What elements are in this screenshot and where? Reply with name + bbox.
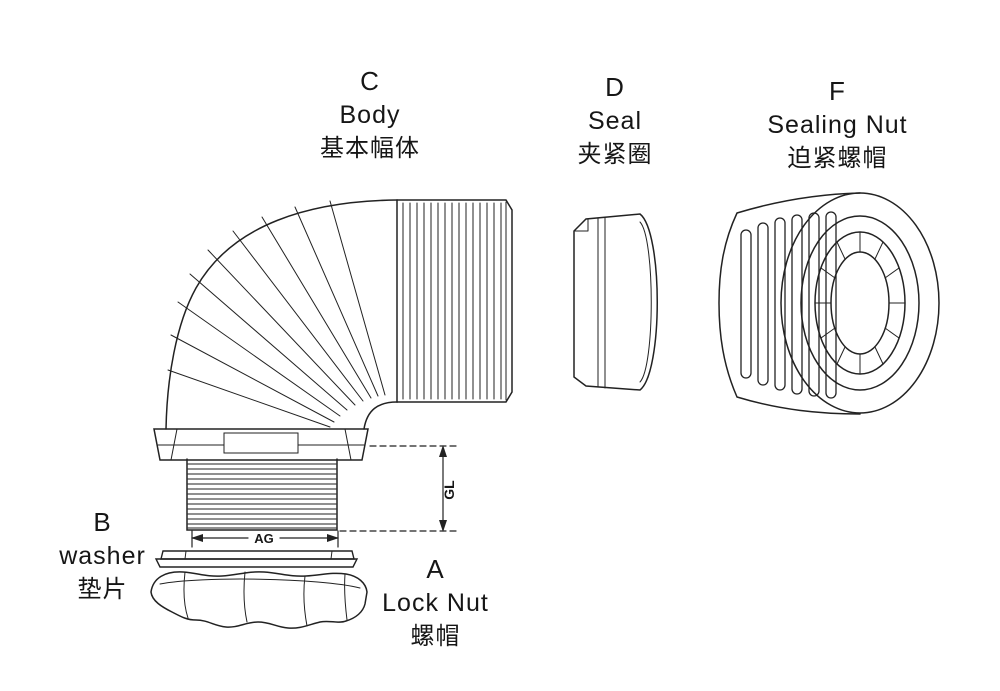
part-name-en: Seal bbox=[587, 107, 643, 135]
body-flange-outline bbox=[153, 428, 369, 461]
body-thread-outline bbox=[396, 199, 513, 403]
body-thread-lines bbox=[402, 202, 502, 400]
lock-nut-outline bbox=[150, 571, 368, 629]
part-letter: A bbox=[426, 554, 445, 584]
washer-bottom-layer bbox=[154, 558, 359, 568]
sealing-nut-ribs bbox=[740, 211, 837, 399]
part-name-en: Lock Nut bbox=[382, 589, 489, 617]
gl-extension-lines bbox=[339, 445, 459, 532]
part-name-zh: 螺帽 bbox=[410, 623, 461, 650]
sealing-nut-mid-rim bbox=[800, 215, 920, 391]
part-name-zh: 迫紧螺帽 bbox=[787, 145, 888, 172]
label-washer: B washer 垫片 bbox=[25, 505, 180, 607]
part-letter: B bbox=[93, 507, 112, 537]
washer-top-layer bbox=[160, 550, 355, 560]
part-name-zh: 垫片 bbox=[77, 576, 128, 603]
label-sealing-nut: F Sealing Nut 迫紧螺帽 bbox=[740, 74, 935, 176]
sealing-nut-silhouette bbox=[718, 192, 861, 415]
lock-nut-inner-rim bbox=[159, 578, 361, 589]
washer-drawing bbox=[154, 550, 359, 568]
dim-label-gl: GL bbox=[441, 480, 457, 500]
body-flange-details bbox=[157, 428, 365, 461]
part-letter: D bbox=[605, 72, 625, 102]
body-fan-lines bbox=[167, 200, 386, 428]
part-name-en: Body bbox=[339, 101, 401, 129]
part-name-zh: 基本幅体 bbox=[320, 135, 420, 162]
seal-drawing bbox=[573, 213, 658, 391]
ag-arrow-right bbox=[327, 534, 339, 542]
lock-nut-lobe-lines bbox=[183, 571, 348, 627]
lock-nut-drawing bbox=[150, 571, 368, 629]
body-stem-thread-lines bbox=[187, 463, 337, 529]
seal-rim-arc bbox=[639, 221, 652, 383]
sealing-nut-thread-hatch bbox=[814, 231, 906, 375]
seal-slit-lines bbox=[597, 216, 606, 389]
part-letter: C bbox=[360, 66, 380, 96]
part-name-en: Sealing Nut bbox=[767, 111, 908, 139]
gl-arrow-down bbox=[439, 520, 447, 532]
dimension-annotations bbox=[191, 445, 459, 548]
body-inner-curve bbox=[363, 401, 398, 430]
part-letter: F bbox=[829, 76, 846, 106]
sealing-nut-bore bbox=[830, 251, 890, 355]
part-name-zh: 夹紧圈 bbox=[577, 141, 653, 168]
label-seal: D Seal 夹紧圈 bbox=[540, 70, 690, 172]
sealing-nut-drawing bbox=[718, 192, 940, 415]
label-lock-nut: A Lock Nut 螺帽 bbox=[358, 552, 513, 654]
ag-arrow-left bbox=[191, 534, 203, 542]
gl-arrow-up bbox=[439, 445, 447, 457]
dim-label-ag: AG bbox=[254, 531, 274, 546]
part-name-en: washer bbox=[59, 542, 146, 570]
ag-extension-lines bbox=[191, 530, 339, 548]
label-body: C Body 基本幅体 bbox=[270, 64, 470, 166]
sealing-nut-outer-rim bbox=[780, 192, 940, 414]
washer-hole-ticks bbox=[184, 550, 333, 560]
body-elbow-drawing bbox=[153, 199, 513, 531]
body-stem-outline bbox=[186, 458, 338, 531]
seal-outline bbox=[573, 213, 658, 391]
seal-notch bbox=[573, 218, 589, 232]
